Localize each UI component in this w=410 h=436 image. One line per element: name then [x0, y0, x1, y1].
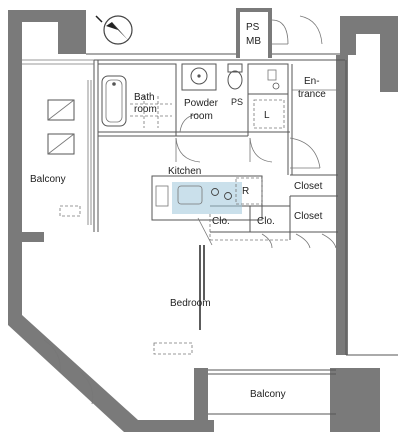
closet-upper-label: Closet [294, 181, 323, 192]
mb-label: MB [246, 36, 261, 47]
aircon-outline [153, 342, 193, 355]
bedroom-label: Bedroom [170, 298, 211, 309]
bathtub-icon [101, 75, 127, 127]
wall-diagonal [8, 315, 138, 432]
powder-room-label-1: Powder [184, 98, 219, 109]
refrigerator-label: R [242, 186, 249, 197]
washing-machine-pan-icon [253, 69, 285, 129]
aircon-mark [47, 99, 75, 121]
wall-right [336, 55, 348, 355]
ps-small-box [267, 69, 277, 81]
bath-floor-grid [130, 96, 172, 128]
bath-room-label-2: room [134, 104, 157, 115]
wall-top-right [340, 16, 398, 92]
wall-balcony-bottom [22, 232, 44, 242]
wall-shaft-right [268, 8, 272, 58]
wall-shaft-left [236, 8, 240, 58]
walls [8, 8, 398, 432]
kitchen-sink-icon [177, 185, 232, 205]
balcony-bottom-label: Balcony [250, 389, 286, 400]
wall-bottom-left [124, 420, 214, 432]
window-left [87, 80, 92, 225]
partitions [22, 53, 398, 415]
ps-lower-label: PS [231, 97, 243, 107]
toilet-icon [227, 63, 243, 90]
closet-lower-label: Closet [294, 211, 323, 222]
sliding-panel [197, 217, 213, 330]
wall-balcony-pier-right [336, 368, 348, 420]
wall-left [8, 10, 22, 315]
aircon-unit [47, 133, 75, 155]
laundry-label: L [264, 110, 270, 121]
compass-north-icon [95, 15, 133, 45]
door-swing-icon [43, 15, 337, 405]
clo-left-label: Clo. [212, 216, 230, 227]
aircon-mark [47, 133, 75, 155]
entrance-label-1: En- [304, 76, 320, 87]
washbasin-icon [181, 63, 217, 91]
wall-top-stub [58, 10, 86, 54]
refrigerator-space [235, 177, 263, 205]
aircon-unit [47, 99, 75, 121]
aircon-outline [59, 205, 81, 217]
room-labels: Balcony Bath room Powder room PS MB PS L… [30, 22, 326, 400]
ps-upper-label: PS [246, 22, 260, 33]
kitchen-label: Kitchen [168, 166, 201, 177]
wall-balcony-pier-left [194, 368, 208, 420]
wall-top-left [8, 10, 58, 22]
entrance-label-2: trance [298, 89, 326, 100]
wall-shaft-top [236, 8, 272, 12]
bath-room-label-1: Bath [134, 92, 155, 103]
powder-room-label-2: room [190, 111, 213, 122]
balcony-left-label: Balcony [30, 174, 66, 185]
clo-right-label: Clo. [257, 216, 275, 227]
aircon-icon [47, 99, 81, 217]
kitchen-counter [151, 175, 263, 221]
